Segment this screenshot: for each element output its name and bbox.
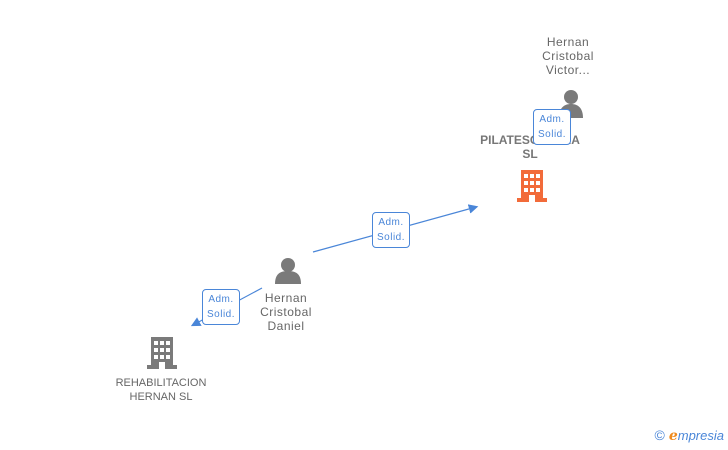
brand-initial: e (668, 428, 678, 444)
building-icon-main[interactable] (517, 170, 547, 202)
person-mid-line-3: Daniel (267, 319, 305, 333)
person-top-line-3: Victor... (545, 63, 591, 77)
company-bottom-line-1: REHABILITACION (115, 377, 207, 389)
person-mid-line-1: Hernan (264, 291, 308, 305)
person-icon-mid[interactable] (275, 258, 301, 284)
badge-bottom-line-2: Solid. (207, 309, 236, 320)
badge-middle-line-2: Solid. (377, 232, 406, 243)
person-top-line-2: Cristobal (542, 49, 594, 63)
company-main-label[interactable]: PILATESCENTRA SL (470, 133, 590, 161)
company-bottom-line-2: HERNAN SL (129, 391, 193, 403)
person-mid-line-2: Cristobal (260, 305, 312, 319)
role-badge-middle: Adm. Solid. (372, 212, 411, 248)
company-main-line-2: SL (522, 147, 538, 161)
person-top-label[interactable]: Hernan Cristobal Victor... (528, 35, 608, 77)
brand-watermark: ©empresia (655, 427, 725, 444)
copyright-icon: © (654, 427, 665, 443)
badge-bottom-line-1: Adm. (208, 294, 234, 305)
company-main-line-1: PILATESCENTRA (480, 133, 580, 147)
badge-top-line-2: Solid. (538, 129, 567, 140)
company-bottom-label[interactable]: REHABILITACION HERNAN SL (100, 376, 222, 404)
role-badge-top: Adm. Solid. (533, 109, 572, 145)
person-top-line-1: Hernan (546, 35, 590, 49)
brand-name: mpresia (677, 428, 724, 443)
role-badge-bottom: Adm. Solid. (202, 289, 241, 325)
badge-middle-line-1: Adm. (378, 217, 404, 228)
building-icon-bottom[interactable] (147, 337, 177, 369)
person-mid-label[interactable]: Hernan Cristobal Daniel (246, 291, 326, 333)
badge-top-line-1: Adm. (539, 114, 565, 125)
